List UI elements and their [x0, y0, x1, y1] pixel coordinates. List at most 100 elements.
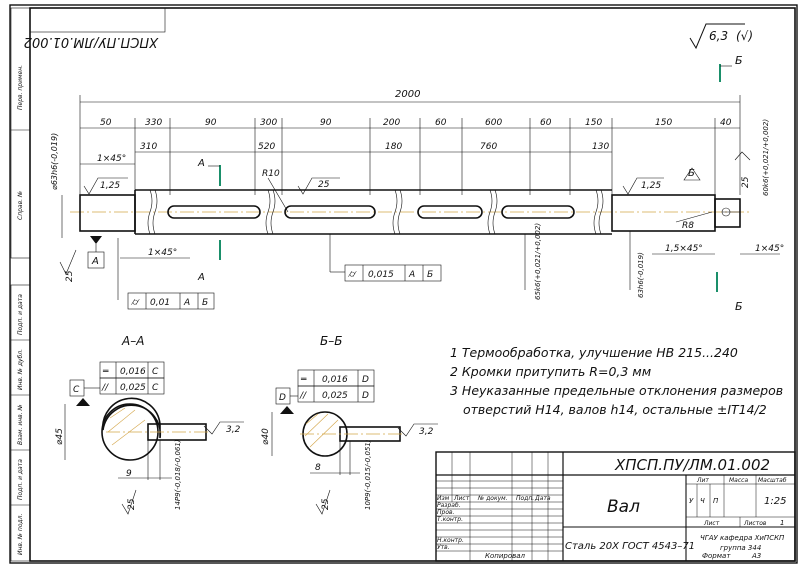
technical-notes: 1 Термообработка, улучшение НВ 215...240…: [450, 345, 783, 417]
tb-doc-code: ХПСП.ПУ/ЛМ.01.002: [614, 456, 770, 474]
bb-rough: 3,2: [419, 427, 434, 437]
aa-sym-sym: //: [101, 383, 109, 393]
bb-sym-val: 0,025: [322, 391, 348, 401]
footer-format: Формат: [702, 552, 731, 560]
aa-flat-base: С: [152, 367, 159, 377]
bb-rough2: 25: [321, 498, 331, 510]
tb-org2: группа 344: [720, 544, 761, 552]
seg-4: 300: [260, 118, 277, 128]
aa-flat-sym: ═: [102, 367, 109, 377]
seg-8: 600: [485, 118, 502, 128]
chamfer-right2: 1×45°: [755, 244, 784, 254]
bb-flat-base: D: [362, 375, 369, 385]
general-roughness-paren: (√): [736, 29, 753, 43]
inner-frame: [29, 7, 796, 562]
tol1-base2: Б: [202, 298, 208, 308]
tol1-val: 0,01: [150, 298, 170, 308]
tol2-sym: ⌭: [348, 269, 357, 280]
row2-5: 130: [592, 142, 609, 152]
note-4: отверстий Н14, валов h14, остальные ±IT1…: [463, 402, 767, 417]
side-label-3: Подп. и дата: [17, 294, 24, 335]
general-roughness: 6,3 (√): [689, 23, 753, 50]
seg-10: 150: [585, 118, 602, 128]
tb-sign: Подп.: [516, 495, 534, 502]
tb-org1: ЧГАУ кафедра ХиПСКП: [700, 534, 785, 542]
aa-sym-base: С: [152, 383, 159, 393]
tb-razrab: Разраб.: [437, 502, 461, 509]
tb-nkontr: Н.контр.: [437, 537, 464, 544]
tb-lit-2: Ч: [700, 497, 705, 505]
seg-11: 150: [655, 118, 672, 128]
cut-label-b-bottom: Б: [735, 300, 743, 313]
datum-a-triangle: [90, 236, 102, 244]
tol2-base2: Б: [427, 270, 433, 280]
tb-izm: Изм: [437, 495, 450, 502]
tol2-base1: А: [408, 270, 415, 280]
seg-7: 60: [435, 118, 447, 128]
bb-sym-sym: //: [299, 391, 307, 401]
diameter-right2: 60k6(+0,021/+0,002): [762, 119, 770, 196]
roughness-3: 1,25: [641, 181, 661, 191]
aa-width: 9: [126, 469, 132, 479]
bb-diameter: ⌀40: [261, 428, 271, 445]
diameter-right1: 63h6(-0,019): [637, 252, 645, 298]
keyway-2: [284, 205, 376, 219]
diameter-mid: 65k6(+0,021/+0,002): [534, 223, 542, 300]
tb-lit-h: Лит: [696, 477, 709, 484]
tb-prov: Пров.: [437, 509, 455, 516]
note-1: 1 Термообработка, улучшение НВ 215...240: [450, 345, 738, 360]
row2-4: 760: [480, 142, 497, 152]
tb-material: Сталь 20Х ГОСТ 4543–71: [565, 541, 695, 552]
sheet-frame: [9, 4, 798, 564]
footer-format-val: А3: [752, 552, 762, 560]
roughness-4: 25: [65, 270, 75, 282]
aa-flat-val: 0,016: [120, 367, 146, 377]
seg-9: 60: [540, 118, 552, 128]
seg-5: 90: [320, 118, 332, 128]
tol1-base1: А: [183, 298, 190, 308]
tb-name: Вал: [607, 497, 640, 517]
bb-flat-sym: ═: [300, 375, 307, 385]
bb-datum: D: [279, 393, 286, 403]
tb-utv: Утв.: [437, 544, 450, 551]
aa-diameter: ⌀45: [55, 428, 65, 445]
cut-label-a-bottom: А: [197, 272, 205, 283]
left-strip: Перв. примен. Справ. № Подп. и дата Инв.…: [10, 7, 31, 562]
tb-mass-h: Масса: [729, 477, 748, 484]
aa-sym-val: 0,025: [120, 383, 146, 393]
row2-2: 520: [258, 142, 275, 152]
tb-date: Дата: [534, 495, 551, 502]
keyway-1: [167, 205, 261, 219]
shaft: [70, 189, 750, 235]
side-label-6: Подп. и дата: [17, 459, 24, 500]
datum-a-label: А: [91, 256, 99, 267]
keyway-3: [417, 205, 483, 219]
radius-r10: R10: [262, 169, 280, 179]
tb-scale-h: Масштаб: [758, 477, 787, 484]
chamfer-left: 1×45°: [97, 154, 126, 164]
tb-scale: 1:25: [764, 496, 786, 507]
title-block: Изм Лист № докум. Подп. Дата Разраб. Про…: [435, 451, 796, 562]
dim-second-row: 310 520 180 760 130: [135, 142, 612, 153]
row2-1: 310: [140, 142, 157, 152]
side-label-2: Справ. №: [17, 191, 24, 220]
chamfer-right1: 1,5×45°: [665, 244, 703, 254]
dim-25-right: 25: [741, 176, 751, 188]
tolerance-frame-1: ⌭ 0,01 А Б: [117, 238, 215, 310]
note-3: 3 Неуказанные предельные отклонения разм…: [450, 383, 783, 398]
tol2-val: 0,015: [368, 270, 394, 280]
chamfer-bottom: 1×45°: [148, 248, 177, 258]
section-aa-title: А–А: [121, 334, 144, 348]
tb-list: Лист: [453, 495, 470, 502]
section-aa: А–А ═ 0,016 С // 0,025 С С ⌀45 9 14P9(-0…: [55, 334, 244, 515]
tb-lit-3: П: [713, 497, 719, 505]
section-bb-title: Б–Б: [320, 334, 342, 348]
aa-depth: 14P9(-0,018/-0,061): [174, 439, 182, 510]
tol1-sym: ⌭: [131, 297, 140, 308]
aa-rough2: 25: [127, 498, 137, 510]
keyway-4: [501, 205, 575, 219]
tolerance-frame-2: ⌭ 0,015 А Б: [329, 234, 442, 282]
side-label-7: Инв. № подл.: [17, 514, 24, 555]
note-2: 2 Кромки притупить R=0,3 мм: [450, 364, 651, 379]
